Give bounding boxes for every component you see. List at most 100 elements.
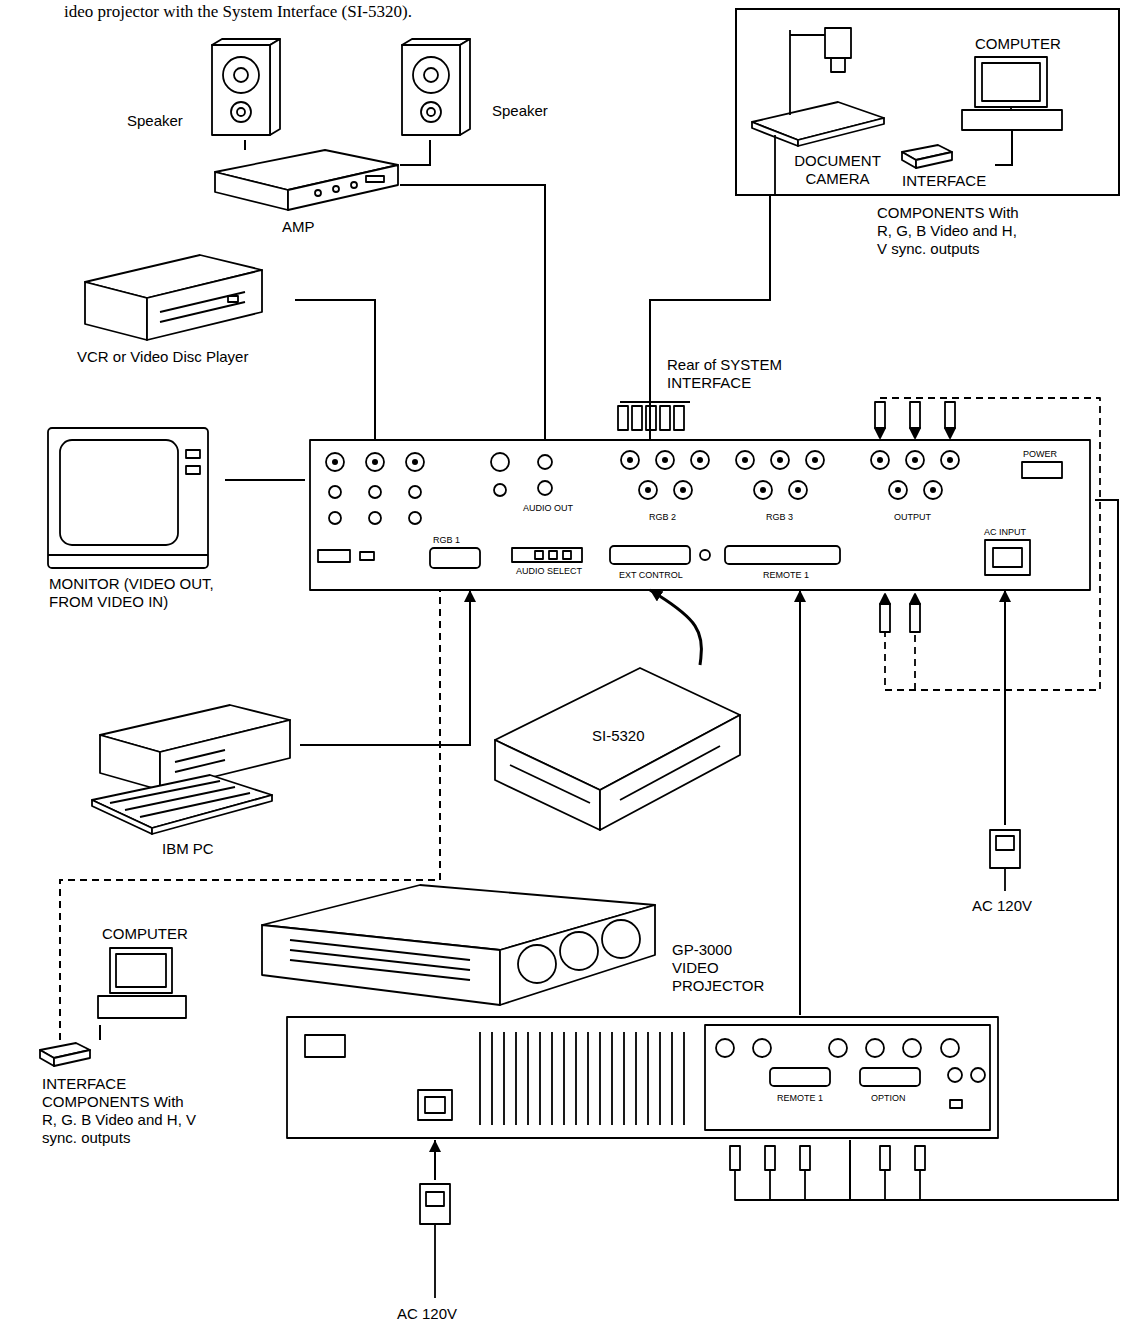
panel-label: EXT CONTROL xyxy=(618,570,684,581)
projector-panel-drawing xyxy=(716,1039,734,1057)
device-label: SI-5320 xyxy=(590,727,647,745)
device-label: AC 120V xyxy=(970,897,1034,915)
cable xyxy=(225,479,305,481)
cable xyxy=(850,500,1118,1200)
speaker-drawing xyxy=(223,57,259,93)
label-anchor: RGB 1 xyxy=(432,535,461,546)
cable xyxy=(295,300,375,440)
rear-panel-drawing xyxy=(329,486,341,498)
cable xyxy=(400,140,430,165)
amplifier: AMP xyxy=(210,150,400,240)
system-interface: SI-5320 xyxy=(490,665,740,865)
interface-drawing xyxy=(54,1050,90,1066)
projector-panel-drawing xyxy=(770,1068,830,1086)
amplifier-drawing xyxy=(288,165,398,210)
amplifier-drawing xyxy=(351,182,357,188)
plug-drawing xyxy=(910,594,920,604)
projector-drawing xyxy=(290,950,470,970)
rear-panel-drawing xyxy=(871,451,889,469)
computer-drawing xyxy=(982,63,1040,101)
power-plug-drawing xyxy=(1004,868,1006,891)
projector-drawing xyxy=(518,945,556,983)
device-label: INTERFACE COMPONENTS With R, G. B Video … xyxy=(40,1075,200,1147)
plug-drawing xyxy=(618,406,628,430)
projector-panel-drawing xyxy=(950,1100,962,1108)
rear-panel-drawing xyxy=(491,453,509,471)
speaker-drawing xyxy=(402,45,460,135)
amplifier-drawing xyxy=(215,172,288,210)
cable xyxy=(995,130,1012,165)
rear-panel-drawing xyxy=(409,486,421,498)
label-anchor: AUDIO OUT xyxy=(522,503,574,514)
speaker-unit: Speaker xyxy=(395,40,560,140)
projector-panel-drawing xyxy=(971,1068,985,1082)
plug-drawing xyxy=(620,401,690,403)
dashed-wire xyxy=(880,398,1100,690)
connector-jack xyxy=(645,487,651,493)
projector-panel-drawing xyxy=(425,1097,445,1113)
video-player-drawing xyxy=(160,292,245,312)
ibm-pc-drawing xyxy=(100,735,160,790)
speaker-drawing xyxy=(234,68,248,82)
interface-box: INTERFACE xyxy=(895,142,995,194)
connector-jack xyxy=(742,457,748,463)
label-anchor: REMOTE 1 xyxy=(776,1093,824,1104)
interface-drawing xyxy=(902,152,916,168)
panel-label: OPTION xyxy=(870,1093,907,1104)
device-label: INTERFACE xyxy=(900,172,988,190)
interface-drawing xyxy=(916,152,952,168)
rear-panel-drawing xyxy=(535,551,543,559)
ibm-pc: IBM PC xyxy=(85,690,300,865)
plug-drawing xyxy=(875,402,885,428)
cable xyxy=(1004,590,1006,825)
connector-jack xyxy=(332,459,338,465)
speaker-drawing xyxy=(212,45,270,135)
ibm-pc-drawing xyxy=(175,760,225,772)
power-plug: AC 120V xyxy=(955,825,1055,920)
device-label: Rear of SYSTEM INTERFACE xyxy=(665,356,805,392)
plug-drawing xyxy=(875,428,885,438)
rear-panel-drawing xyxy=(736,451,754,469)
connector-jack xyxy=(930,487,936,493)
device-label: VCR or Video Disc Player xyxy=(75,348,250,366)
power-plug-drawing xyxy=(420,1184,450,1224)
rear-panel-drawing xyxy=(993,548,1022,567)
rear-panel-drawing xyxy=(610,546,690,564)
caption: ideo projector with the System Interface… xyxy=(62,2,414,22)
panel-label: AUDIO OUT xyxy=(522,503,574,514)
computer-drawing xyxy=(1010,107,1012,110)
cable xyxy=(244,140,246,150)
projector-panel-drawing xyxy=(287,1017,998,1138)
cable xyxy=(60,590,440,1040)
rear-panel-drawing xyxy=(310,440,1090,590)
connector-jack xyxy=(812,457,818,463)
video-player-drawing xyxy=(85,282,147,340)
panel-label: OUTPUT xyxy=(893,512,932,523)
connector-jack xyxy=(877,457,883,463)
document-camera-drawing xyxy=(752,28,884,194)
ibm-pc-drawing xyxy=(140,793,250,817)
rear-panel-drawing xyxy=(941,451,959,469)
rear-panel-drawing xyxy=(369,512,381,524)
speaker-drawing xyxy=(460,39,470,135)
plug-drawing xyxy=(765,1146,775,1170)
rear-panel-drawing xyxy=(985,540,1030,575)
video-player: VCR or Video Disc Player xyxy=(70,250,295,370)
computer-unit: COMPUTER xyxy=(80,925,210,1025)
projector-drawing xyxy=(262,885,655,1005)
computer-drawing xyxy=(116,954,166,987)
ibm-pc-drawing xyxy=(92,705,290,834)
power-plug-drawing xyxy=(420,830,1020,1298)
amplifier-drawing xyxy=(215,150,398,210)
system-interface-drawing xyxy=(510,765,590,803)
projector-panel-drawing xyxy=(866,1039,884,1057)
rear-panel-drawing xyxy=(538,481,552,495)
power-plug-drawing xyxy=(990,830,1020,868)
panel-label: REMOTE 1 xyxy=(762,570,810,581)
plug-drawing xyxy=(730,1146,740,1170)
projector-drawing xyxy=(602,920,640,958)
projector-drawing xyxy=(500,905,655,1005)
plug-drawing xyxy=(674,406,684,430)
document-camera-drawing xyxy=(774,135,776,194)
ibm-pc-drawing xyxy=(110,781,220,803)
